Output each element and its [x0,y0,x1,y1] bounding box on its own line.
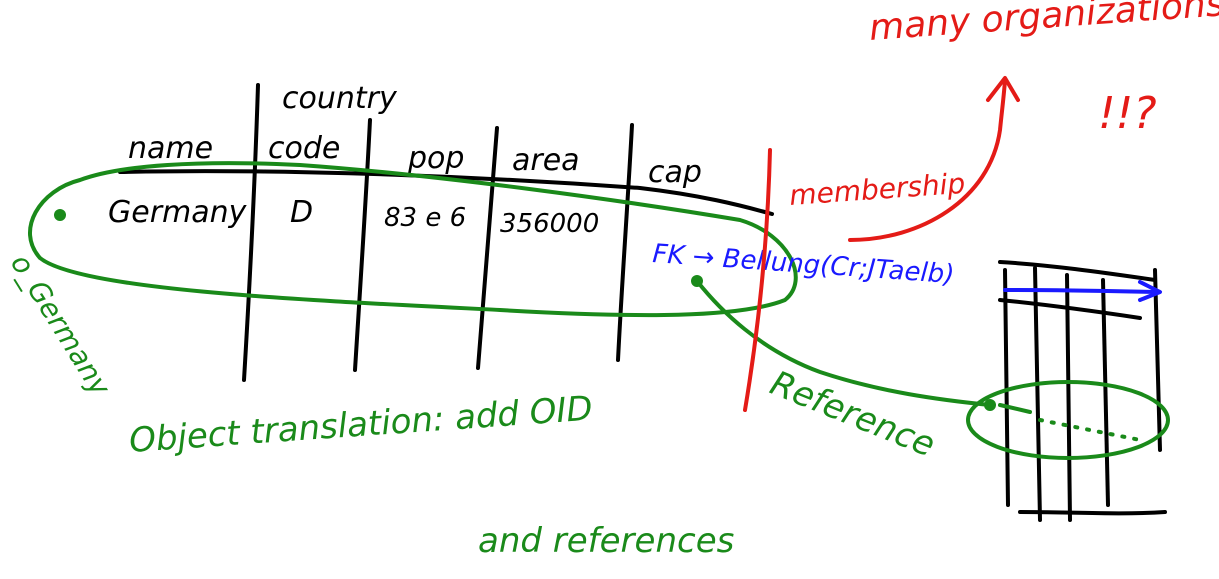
row-code-cell: D [290,195,313,230]
column-header-name: name [128,131,213,166]
ref-table-top [998,260,1157,282]
membership-annotation: membership many organizations !!? [743,0,1219,412]
row-name-cell: Germany [108,195,248,230]
column-separator-3 [476,126,499,370]
column-header-cap: cap [648,155,702,190]
referenced-table-sketch [966,260,1170,522]
header-underline [118,169,774,216]
column-header-pop: pop [407,141,464,176]
reference-label: Reference [765,363,941,465]
row-pop-cell: 83 e 6 [384,203,466,233]
column-separator-4 [616,123,634,362]
ref-table-bottom [1018,510,1167,516]
membership-divider [743,148,772,412]
column-header-code: code [268,131,340,166]
object-dot [54,209,66,221]
translation-line-1: Object translation: add OID [128,389,594,461]
reference-curve [695,279,992,407]
fk-arrow-head [1138,280,1162,302]
fk-arrow [1003,288,1160,294]
column-separator-2 [353,118,372,372]
table-title: country [282,81,398,116]
ref-table-header-line [998,298,1142,320]
object-label: o_Germany [4,248,117,402]
many-organizations-label: many organizations [868,0,1219,49]
ref-row-dots [1038,418,1142,442]
membership-arrow [848,78,1007,242]
translation-line-2: and references [478,521,734,561]
ref-table-col-3 [1065,273,1072,522]
ref-table-col-2 [1033,266,1042,522]
membership-arrow-head [986,76,1020,102]
ref-table-col-4 [1101,278,1110,507]
membership-label: membership [788,167,966,212]
ref-row-dot [984,399,996,411]
table-sketch: country name code pop area cap Germany D… [108,81,774,382]
column-header-area: area [512,143,580,178]
column-separator-1 [242,83,260,382]
ref-table-col-5 [1153,268,1162,452]
row-area-cell: 356000 [500,209,599,239]
ref-row-ellipse [966,380,1170,460]
exclaim-label: !!? [1098,88,1157,139]
ref-table-col-1 [1003,268,1010,507]
object-ellipse [28,161,798,318]
ref-row-arrow [998,403,1032,414]
